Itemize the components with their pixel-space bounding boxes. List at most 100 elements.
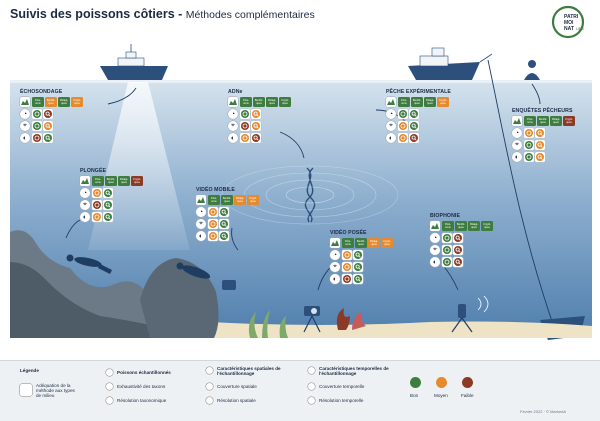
rating-cell [342,262,352,272]
legend-adequation: Adéquation de la méthode aux types de mi… [36,383,75,399]
crosshair-icon: ⌖ [228,121,238,131]
habitat-tag: Pois-sons [240,97,252,107]
rating-dot-moyen [93,213,101,221]
rock-arch [140,258,219,338]
rating-cell [240,133,250,143]
clock-icon [308,367,315,374]
habitat-tag: Benthi-ques [105,176,117,186]
legend-title: Légende [20,368,39,373]
logo-text-mid: MOI [564,20,574,26]
legend-bon-dot [410,377,421,388]
rating-dot-moyen [209,208,217,216]
rating-cell [453,233,463,243]
fish-icon: ◔ [20,109,30,119]
rating-cell [409,109,419,119]
legend-taxo: Résolution taxonomique [117,398,167,403]
method-title-video_mobile: VIDÉO MOBILE [196,187,235,193]
rating-dot-bon [104,201,112,209]
habitat-tag: Crypti-ques [437,97,449,107]
fishing-boat-icon [408,47,493,80]
taxonomy-icon [106,397,113,404]
rating-cell [92,200,102,210]
rating-dot-bon [410,122,418,130]
habitat-icon [386,97,396,107]
habitat-tag: Benthi-ques [411,97,423,107]
rating-dot-moyen [241,134,249,142]
rating-dot-bon [443,234,451,242]
legend-bon: Bon [410,393,419,398]
logo-text-bot: NAT [564,26,574,32]
fish-icon: ◔ [330,250,340,260]
rating-cell [32,121,42,131]
rating-cell [32,133,42,143]
rating-cell [208,219,218,229]
underwater-scene [10,44,592,340]
fish-icon: ◔ [430,233,440,243]
legend-couv-temporelle: Couverture temporelle [319,384,365,389]
rating-dot-moyen [343,263,351,271]
diver-icon [66,254,112,274]
rating-cell [535,140,545,150]
rating-cell [92,188,102,198]
rating-dot-faible [454,246,462,254]
rating-cell [208,231,218,241]
habitat-icon [330,238,340,248]
method-title-video_posee: VIDÉO POSÉE [330,230,367,236]
legend-couv-spatiale: Couverture spatiale [217,384,257,389]
habitat-tag: Pélagi-ques [368,238,380,248]
habitat-tag: Pélagi-ques [58,97,70,107]
rating-dot-bon [220,220,228,228]
hydrophone-icon [451,295,489,333]
seaweed-icon [248,310,288,338]
method-title-enquetes: ENQUÊTES PÊCHEURS [512,108,573,114]
crosshair-icon: ⌖ [430,245,440,255]
habitat-tag: Pois-sons [342,238,354,248]
rating-cell [398,109,408,119]
rating-dot-bon [525,141,533,149]
legend-exhaust: Exhaustivité des taxons [117,384,166,389]
coral-icon [336,308,366,330]
title-separator: - [174,7,186,21]
habitat-tag: Crypti-ques [247,195,259,205]
method-title-adn: ADNe [228,89,243,95]
survey-boat-icon [100,44,168,80]
temporal-resolution-icon [308,397,315,404]
clock-icon: ◐ [196,231,206,241]
fishing-line [487,59,556,331]
rating-dot-moyen [209,232,217,240]
habitat-tag: Pélagi-ques [468,221,480,231]
legend-spatial-heading: Caractéristiques spatiales de l'échantil… [217,366,281,377]
rating-cell [103,212,113,222]
habitat-tag: Benthi-ques [537,116,549,126]
title-subtitle: Méthodes complémentaires [185,9,315,21]
rating-cell [219,207,229,217]
crosshair-icon: ⌖ [196,219,206,229]
rating-dot-bon [33,110,41,118]
logo-text-end: URE [576,26,585,31]
habitat-tag: Pélagi-ques [266,97,278,107]
rating-dot-faible [93,201,101,209]
fish-icon: ◔ [80,188,90,198]
rating-cell [251,133,261,143]
page-title: Suivis des poissons côtiers - Méthodes c… [10,7,315,21]
rating-dot-moyen [536,129,544,137]
habitat-icon [20,97,30,107]
rating-dot-bon [410,110,418,118]
clock-icon: ◐ [386,133,396,143]
legend-moyen: Moyen [434,393,448,398]
rating-cell [442,245,452,255]
rating-cell [219,219,229,229]
habitat-tag: Benthi-ques [355,238,367,248]
crosshair-icon: ⌖ [330,262,340,272]
temporal-coverage-icon [308,383,315,390]
rating-cell [353,262,363,272]
exhaustivity-icon [106,383,113,390]
patrimoine-naturel-logo: PATRI MOI NAT URE [551,5,585,39]
rating-dot-faible [343,275,351,283]
rating-cell [92,212,102,222]
rating-dot-bon [354,263,362,271]
rating-dot-bon [241,110,249,118]
